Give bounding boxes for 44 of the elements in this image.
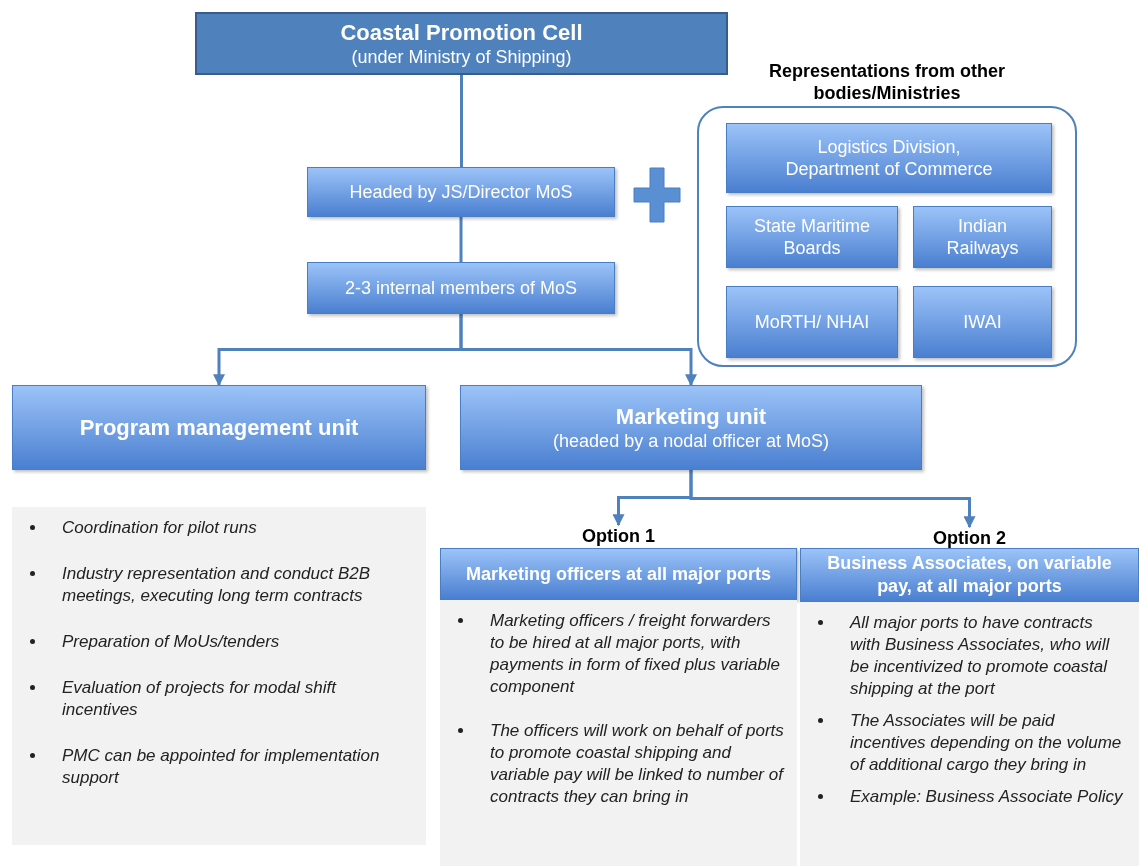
org-box [460,385,922,470]
org-box [726,206,898,268]
org-box [12,385,426,470]
bullet-text: All major ports to have contracts with Business Associates, who will be incentivized to promote coastal shipping at the port [850,613,1110,698]
box-title: State Maritime Boards [752,214,871,260]
box-title: Logistics Division, Department of Commerce [784,135,994,181]
connector-line [459,217,463,262]
arrow [459,314,697,387]
bullet-text: Evaluation of projects for modal shift incentives [62,678,337,719]
bullet-text: Example: Business Associate Policy [850,787,1123,806]
box-subtitle: (headed by a nodal officer at MoS) [553,430,829,453]
bullet-text: Preparation of MoUs/tenders [62,632,280,651]
header-bar: Business Associates, on variable pay, at all major ports [800,548,1139,602]
org-box [913,206,1052,268]
box-title: Indian Railways [945,214,1020,260]
bullet-text: The Associates will be paid incentives depending on the volume of additional cargo they bring in [850,711,1122,774]
bullet-text: Industry representation and conduct B2B meetings, executing long term contracts [62,564,371,605]
bullet-text: Coordination for pilot runs [62,518,257,537]
box-title: Marketing unit [615,402,767,430]
group-heading: Representations from other bodies/Ministries [767,60,1006,104]
box-title: Coastal Promotion Cell [340,18,583,46]
box-title: MoRTH/ NHAI [754,310,870,334]
box-title: Headed by JS/Director MoS [349,180,573,204]
bullet-text: Marketing officers / freight forwarders to be hired at all major ports, with payments in form of fixed plus variable component [490,611,781,696]
notes-panel [12,507,426,845]
org-box [195,12,728,75]
header-bar: Marketing officers at all major ports [440,548,797,600]
org-box [726,123,1052,193]
option-heading: Option 2 [932,527,1007,549]
box-subtitle: (under Ministry of Shipping) [351,46,572,69]
bullet-text: PMC can be appointed for implementation support [62,746,380,787]
notes-panel [440,600,797,866]
arrow [689,470,976,529]
org-box [307,167,615,217]
box-title: IWAI [963,310,1002,334]
org-box [726,286,898,358]
box-title: 2-3 internal members of MoS [344,276,578,300]
org-box [913,286,1052,358]
org-box [307,262,615,314]
box-title: Program management unit [79,413,359,442]
bullet-text: The officers will work on behalf of ports to promote coastal shipping and variable pay will be linked to number of contracts they can bring in [490,721,784,806]
connector-line [460,75,463,167]
notes-panel [800,602,1139,866]
option-heading: Option 1 [581,525,656,547]
